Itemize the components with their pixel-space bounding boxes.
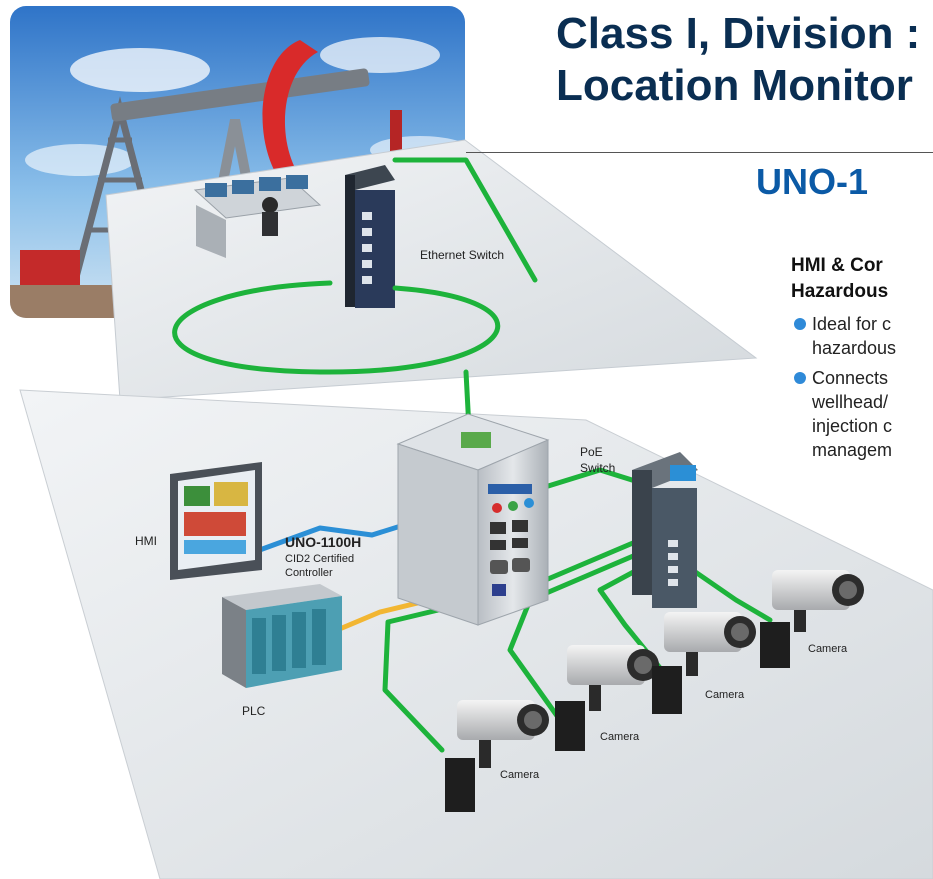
feature-line: wellhead/ — [812, 392, 889, 412]
feature-line: injection c — [812, 416, 893, 436]
camera-1 — [445, 700, 549, 812]
poe-link — [542, 467, 635, 490]
title-line-2: Location Monitor — [556, 61, 913, 110]
camera-3 — [652, 612, 756, 714]
feature-line: managem — [812, 440, 893, 460]
camera-label-1: Camera — [500, 769, 540, 781]
bullet-dot-icon — [794, 318, 806, 330]
hmi-device — [170, 462, 262, 580]
camera-link-4 — [675, 557, 773, 623]
camera-label-4: Camera — [808, 643, 848, 655]
ring-link — [172, 280, 501, 375]
controller-desc-line1: CID2 Certified — [285, 553, 354, 565]
poe-switch-label-line1: PoE — [580, 445, 603, 459]
camera-label-3: Camera — [705, 689, 745, 701]
poe-switch-label-line2: Switch — [580, 461, 615, 475]
camera-label-2: Camera — [600, 731, 640, 743]
feature-line: hazardous — [812, 338, 897, 358]
feature-item: Ideal for c hazardous — [790, 312, 896, 360]
camera-2 — [555, 645, 659, 751]
camera-link-2 — [507, 545, 655, 723]
plc-link — [339, 597, 433, 631]
hmi-label: HMI — [135, 534, 157, 548]
page-title: Class I, Division : Location Monitor — [556, 8, 920, 112]
control-room-console — [193, 175, 322, 258]
feature-line: Connects — [812, 368, 889, 388]
switch-uplink — [392, 157, 538, 283]
camera-4 — [760, 570, 864, 668]
poe-switch-device — [632, 452, 698, 608]
controller-name-label: UNO-1100H — [285, 534, 361, 550]
controller-desc-line2: Controller — [285, 567, 333, 579]
plc-label: PLC — [242, 704, 266, 718]
title-line-1: Class I, Division : — [556, 9, 921, 58]
camera-link-1 — [382, 537, 643, 753]
product-name: UNO-1 — [756, 161, 869, 202]
plc-device — [222, 584, 342, 688]
ethernet-switch-label: Ethernet Switch — [420, 248, 504, 262]
product-subheading: HMI & Cor Hazardous — [791, 253, 888, 305]
bullet-dot-icon — [794, 372, 806, 384]
subhead-line-2: Hazardous — [791, 281, 889, 302]
uno-1100h-controller — [396, 413, 550, 626]
title-divider — [466, 152, 933, 153]
feature-item: Connects wellhead/ injection c managem — [790, 366, 896, 462]
feature-line: Ideal for c — [812, 314, 892, 334]
ethernet-switch-device — [345, 165, 395, 308]
subhead-line-1: HMI & Cor — [791, 255, 883, 276]
hmi-link — [243, 517, 423, 558]
feature-list: Ideal for c hazardous Connects wellhead/… — [790, 312, 896, 468]
